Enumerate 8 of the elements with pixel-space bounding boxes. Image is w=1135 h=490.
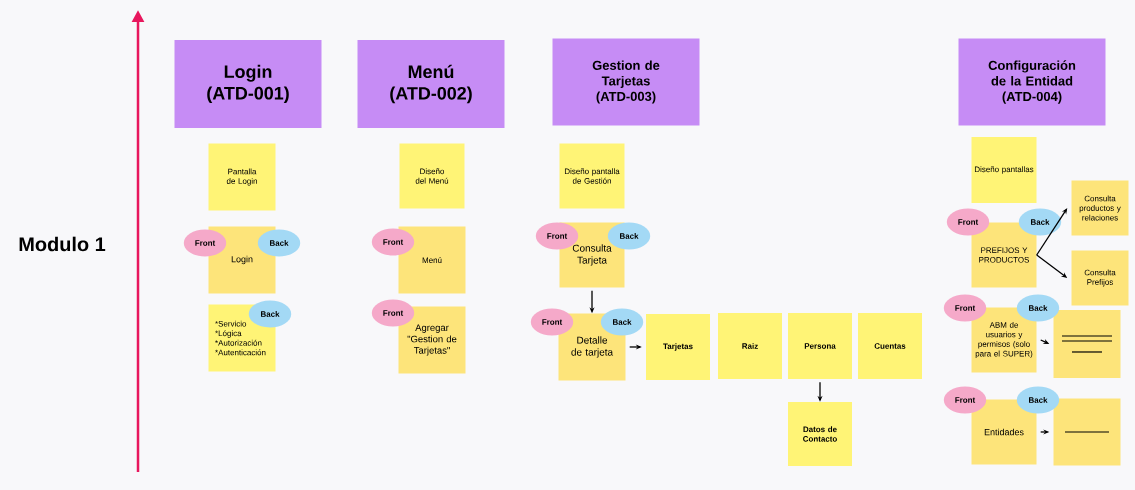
blank-note <box>1053 310 1121 378</box>
module-header: Login (ATD-001) <box>174 40 322 128</box>
module-header: Gestion de Tarjetas (ATD-003) <box>552 38 700 126</box>
module-header: Menú (ATD-002) <box>357 40 505 128</box>
module-header: Configuración de la Entidad (ATD-004) <box>958 38 1106 126</box>
row-label: Modulo 1 <box>19 236 106 252</box>
blank-note <box>1053 398 1121 466</box>
arrow <box>1036 208 1068 256</box>
